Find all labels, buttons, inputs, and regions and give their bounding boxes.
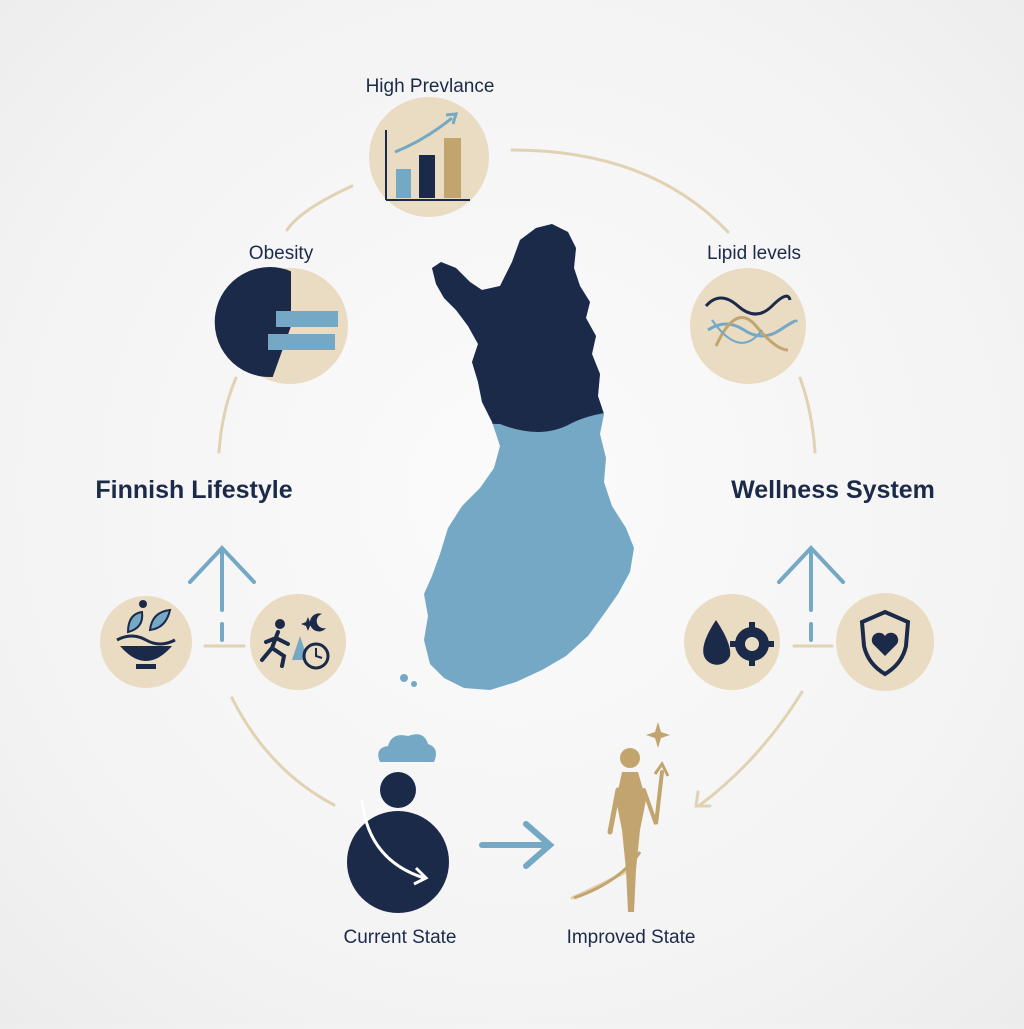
label-lipid-levels: Lipid levels [707,243,801,264]
label-improved-state: Improved State [566,927,696,948]
label-obesity: Obesity [248,243,314,264]
arc-arrowhead [694,790,712,808]
up-arrow-right [777,545,845,648]
transition-arrow [479,821,555,869]
arc-top-left [285,184,354,232]
label-wellness-system: Wellness System [731,476,935,504]
woman-figure-icon [573,748,670,912]
cloud-icon [378,734,436,762]
droplet-gear-icon [684,594,780,690]
finland-map [400,224,634,690]
arc-top-right [510,148,730,234]
arc-right-upper [798,376,817,454]
label-current-state: Current State [343,927,457,948]
up-arrow-left [188,545,256,648]
wave-lines-icon [690,268,806,384]
salad-bowl-icon [100,596,192,688]
heart-shield-icon [836,593,934,691]
person-icon [347,772,449,913]
label-high-prevalence: High Prevlance [365,76,495,97]
pie-chart-icon [214,267,348,384]
label-finnish-lifestyle: Finnish Lifestyle [95,476,293,504]
arc-left-lower [230,696,336,807]
arc-left-upper [217,376,238,454]
runner-clock-icon [250,594,346,690]
sparkle-icon [646,722,670,748]
bar-chart-icon [369,97,489,217]
arc-right-lower [698,690,804,807]
map-north-region [424,224,634,432]
